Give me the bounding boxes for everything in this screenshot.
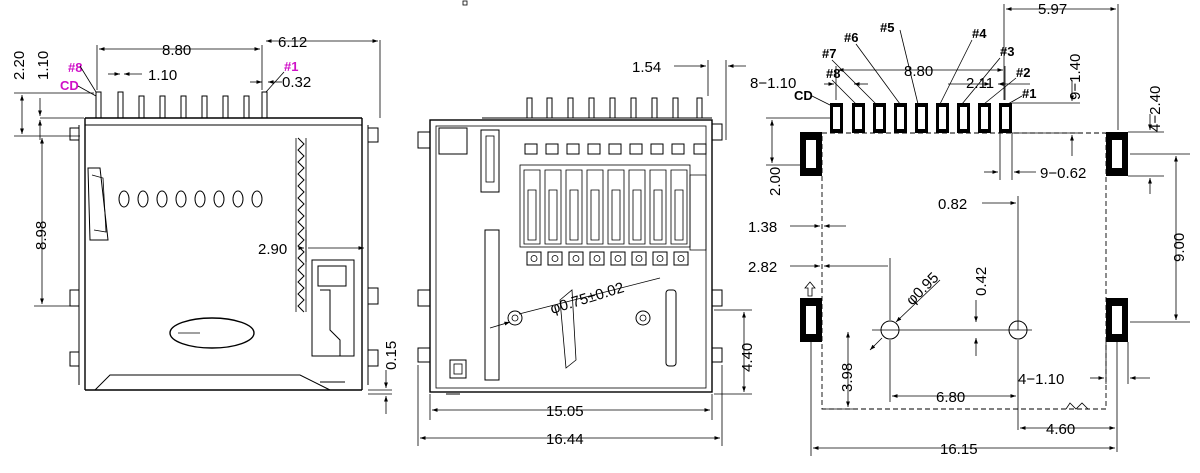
dim-2-00: 2.00 bbox=[767, 167, 784, 196]
front-view bbox=[417, 97, 723, 395]
dim-1-10-vertical: 1.10 bbox=[35, 51, 52, 80]
footprint-labels: CD #8 #7 #6 #5 #4 #3 #2 #1 bbox=[794, 20, 1036, 107]
label-pin-3: #3 bbox=[1000, 44, 1014, 59]
dim-3-98: 3.98 bbox=[839, 363, 856, 392]
dim-6-12: 6.12 bbox=[278, 34, 307, 51]
dim-4-1-10: 4−1.10 bbox=[1018, 371, 1064, 388]
dim-15-05: 15.05 bbox=[546, 403, 584, 420]
side-pins bbox=[95, 91, 268, 119]
dim-2-11: 2.11 bbox=[966, 75, 994, 92]
dim-9-0-62: 9−0.62 bbox=[1040, 165, 1086, 182]
label-pin-1: #1 bbox=[1022, 86, 1036, 101]
side-dims: 8.80 6.12 1.10 0.32 #8 #1 CD 2.20 1.10 8… bbox=[11, 34, 400, 414]
dim-16-15: 16.15 bbox=[940, 441, 978, 458]
signal-pads bbox=[830, 103, 1012, 133]
mounting-pads bbox=[800, 132, 1128, 342]
dim-1-10: 1.10 bbox=[148, 67, 177, 84]
dim-2-20: 2.20 bbox=[11, 51, 28, 80]
dim-1-38: 1.38 bbox=[748, 219, 777, 236]
front-contact-row bbox=[524, 143, 707, 155]
dim-0-32: 0.32 bbox=[282, 74, 311, 91]
dim-8-80: 8.80 bbox=[162, 42, 191, 59]
label-cd: CD bbox=[60, 78, 79, 93]
dim-hole-diameter: φ0.75±0.02 bbox=[548, 279, 626, 318]
dim-16-44: 16.44 bbox=[546, 431, 584, 448]
label-pin1: #1 bbox=[284, 59, 298, 74]
dim-2-82: 2.82 bbox=[748, 259, 777, 276]
dim-0-82: 0.82 bbox=[938, 196, 967, 213]
dim-0-15: 0.15 bbox=[383, 341, 400, 370]
label-pin8: #8 bbox=[68, 60, 82, 75]
front-dims: 1.54 φ0.75±0.02 4.40 15.05 16.44 bbox=[417, 59, 756, 448]
front-pad-row bbox=[526, 251, 689, 266]
dim-9-00: 9.00 bbox=[1171, 233, 1188, 262]
dim-9-1-40: 9−1.40 bbox=[1067, 54, 1084, 100]
label-pin-5: #5 bbox=[880, 20, 894, 35]
label-pin-2: #2 bbox=[1016, 65, 1030, 80]
footprint-view bbox=[800, 103, 1128, 410]
dim-8-1-10: 8−1.10 bbox=[750, 75, 796, 92]
dim-6-80: 6.80 bbox=[936, 389, 965, 406]
footprint-dims: 5.97 9−1.40 4−2.40 8.80 8−1.10 2.11 9−0.… bbox=[748, 1, 1190, 458]
dim-4-2-40: 4−2.40 bbox=[1147, 86, 1164, 132]
label-pin-8: #8 bbox=[826, 66, 840, 81]
front-springs bbox=[519, 164, 707, 251]
label-pin-7: #7 bbox=[822, 46, 836, 61]
dim-8-80-footprint: 8.80 bbox=[904, 63, 933, 80]
dim-2-90: 2.90 bbox=[258, 241, 287, 258]
side-hole-row bbox=[118, 190, 263, 208]
dim-phi-0-95: φ0.95 bbox=[903, 269, 943, 309]
dim-5-97: 5.97 bbox=[1038, 1, 1067, 18]
side-view bbox=[69, 91, 379, 391]
dim-0-42: 0.42 bbox=[973, 267, 990, 296]
dim-4-40: 4.40 bbox=[739, 343, 756, 372]
front-pins bbox=[526, 97, 703, 119]
dim-1-54: 1.54 bbox=[632, 59, 661, 76]
dim-8-98: 8.98 bbox=[33, 221, 50, 250]
label-pin-6: #6 bbox=[844, 30, 858, 45]
label-cd-footprint: CD bbox=[794, 88, 813, 103]
corner-mark bbox=[462, 0, 468, 6]
dim-4-60: 4.60 bbox=[1046, 421, 1075, 438]
label-pin-4: #4 bbox=[972, 26, 987, 41]
